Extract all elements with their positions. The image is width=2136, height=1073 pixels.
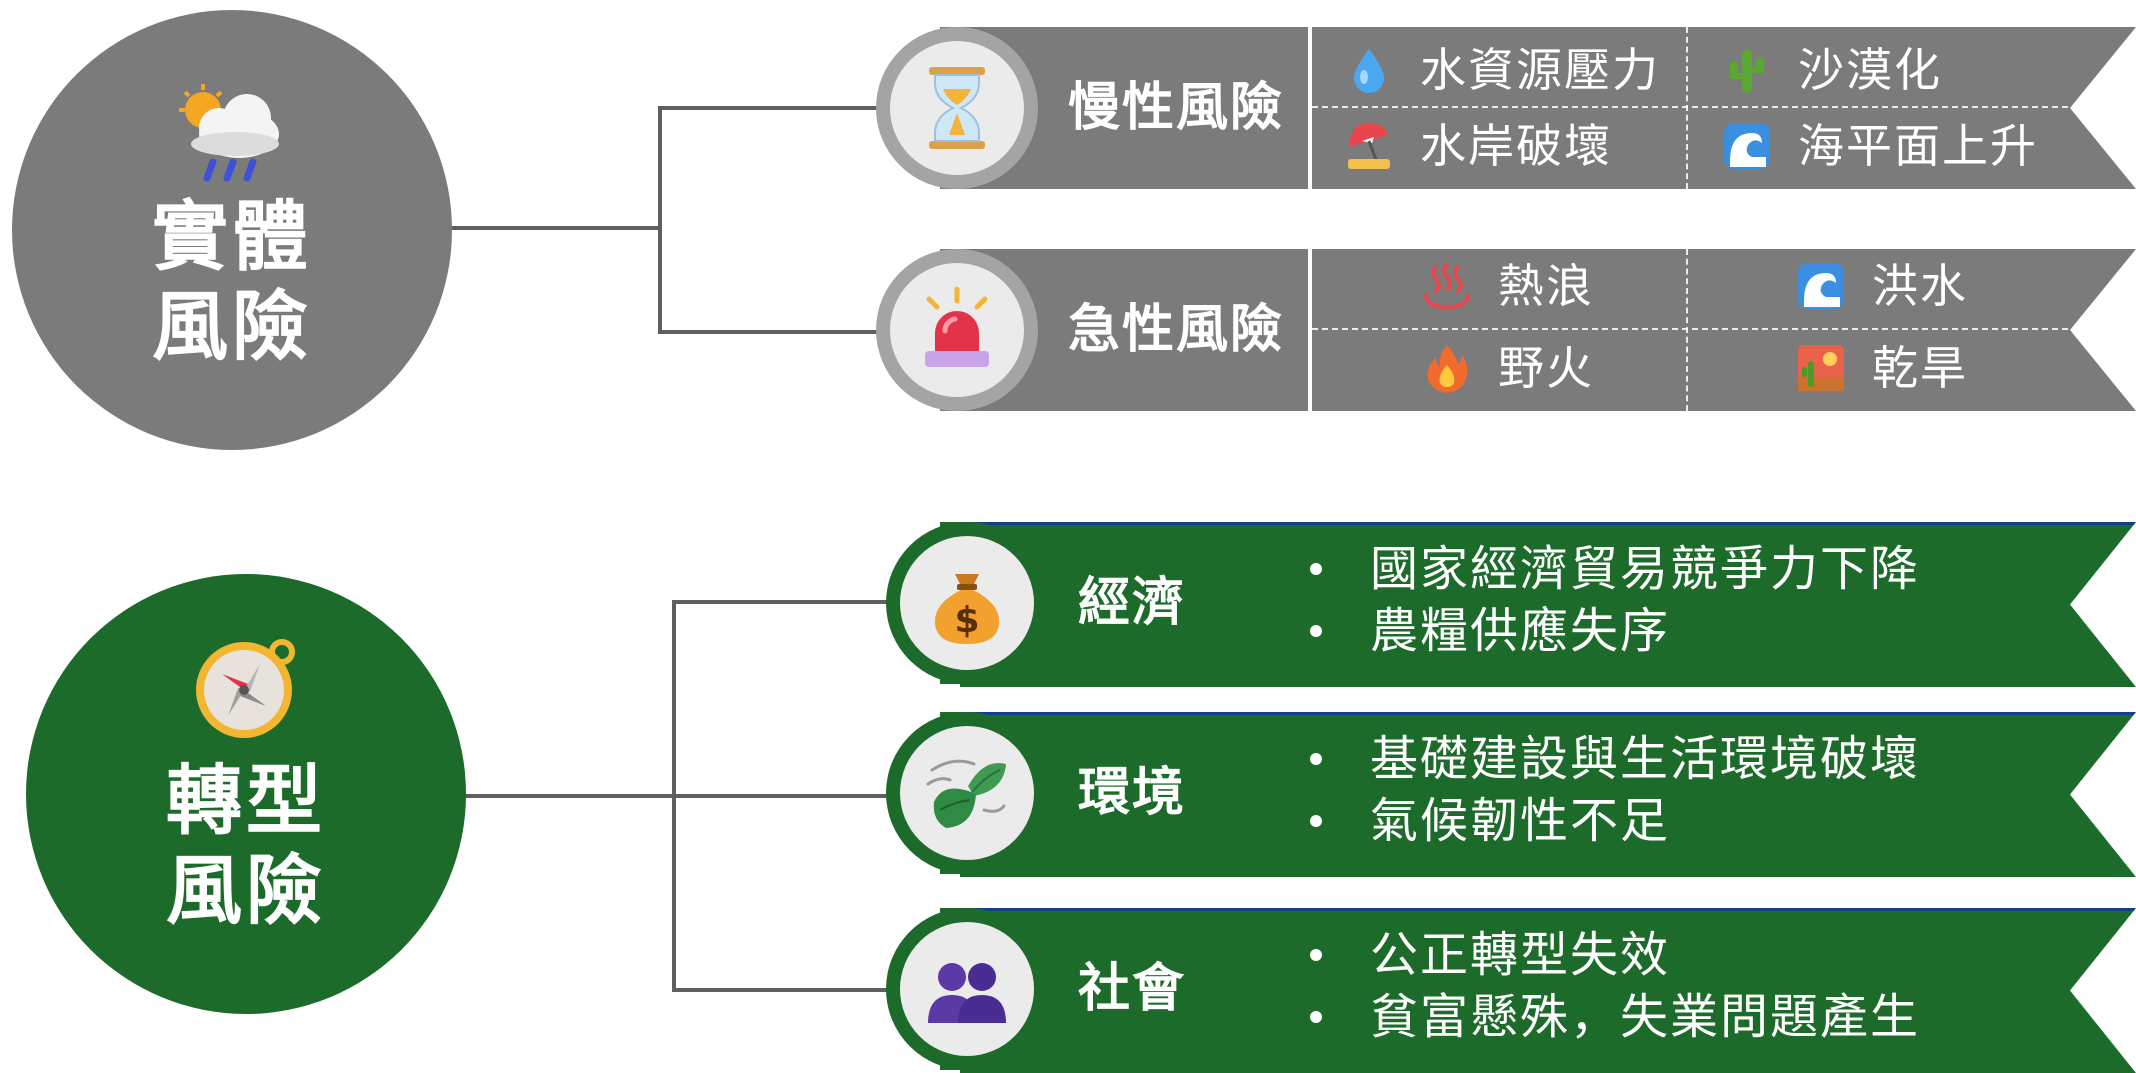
bullet-dot [1310,1011,1322,1023]
connector-acute [658,330,878,334]
acute-risk-band [960,249,2136,411]
bullet-item: 農糧供應失序 [1310,600,1920,662]
bullet-dot [1310,563,1322,575]
beach-umbrella-icon [1348,122,1390,169]
bullet-item: 基礎建設與生活環境破壞 [1310,728,1920,790]
hourglass-icon [929,67,985,149]
water-wave-icon [1724,123,1770,169]
bullet-text: 貧富懸殊，失業問題產生 [1370,989,1921,1045]
sun-behind-rain-cloud-icon [179,84,279,182]
chronic-separator [1308,27,1312,189]
environment-bullets: 基礎建設與生活環境破壞 氣候韌性不足 [1310,728,1920,852]
acute-item-flood: 洪水 [1796,256,1968,316]
chronic-risk-band [960,27,2136,189]
acute-item-wildfire: 野火 [1422,338,1594,398]
police-light-icon [925,287,989,367]
bullet-text: 基礎建設與生活環境破壞 [1370,731,1921,787]
bullet-item: 公正轉型失效 [1310,924,1920,986]
chronic-grid-vertical [1686,27,1688,189]
droplet-icon [1354,49,1384,93]
chronic-risk-label: 慢性風險 [1068,78,1285,138]
acute-item-drought: 乾旱 [1796,338,1968,398]
bullet-dot [1310,753,1322,765]
cactus-icon [1730,49,1764,93]
society-label: 社會 [1078,959,1187,1019]
chronic-item-label: 海平面上升 [1798,119,2038,173]
connector-economy [672,600,888,604]
transition-risk-title-line1: 轉型 [166,756,326,845]
connector-physical-vertical [658,106,662,334]
busts-in-silhouette-icon [928,963,1006,1023]
transition-risk-circle: 轉型 風險 [26,574,466,1014]
acute-item-label: 乾旱 [1872,341,1968,395]
bullet-item: 國家經濟貿易競爭力下降 [1310,538,1920,600]
bullet-dot [1310,625,1322,637]
connector-transition-stem [464,794,888,798]
acute-item-heatwave: 熱浪 [1422,256,1594,316]
economy-bullets: 國家經濟貿易競爭力下降 農糧供應失序 [1310,538,1920,662]
chronic-item-coastal-damage: 水岸破壞 [1344,116,1612,176]
acute-item-label: 熱浪 [1498,259,1594,313]
connector-society [672,988,888,992]
physical-risk-circle: 實體 風險 [12,10,452,450]
bullet-dot [1310,815,1322,827]
bullet-text: 公正轉型失效 [1370,927,1671,983]
society-bullets: 公正轉型失效 貧富懸殊，失業問題產生 [1310,924,1920,1048]
money-bag-icon: $ [934,574,1000,644]
connector-chronic [658,106,878,110]
society-band [960,908,2136,1073]
chronic-item-label: 水岸破壞 [1420,119,1612,173]
bullet-dot [1310,949,1322,961]
acute-risk-label: 急性風險 [1068,300,1285,360]
bullet-text: 農糧供應失序 [1370,603,1671,659]
acute-grid-horizontal [1312,328,2068,330]
physical-risk-title-line1: 實體 [152,192,312,281]
chronic-item-label: 沙漠化 [1798,43,1942,97]
bullet-text: 氣候韌性不足 [1370,793,1671,849]
bullet-item: 貧富懸殊，失業問題產生 [1310,986,1920,1048]
chronic-grid-horizontal [1312,106,2068,108]
connector-transition-vertical [672,600,676,992]
economy-band [960,522,2136,687]
environment-band [960,712,2136,877]
chronic-item-sea-level-rise: 海平面上升 [1722,116,2038,176]
acute-item-label: 洪水 [1872,259,1968,313]
desert-icon [1798,345,1844,391]
fire-icon [1427,345,1468,393]
chronic-item-desertification: 沙漠化 [1722,40,1942,100]
transition-risk-title-line2: 風險 [166,846,326,935]
compass-icon [196,639,295,738]
bullet-text: 國家經濟貿易競爭力下降 [1370,541,1921,597]
acute-grid-vertical [1686,249,1688,411]
acute-separator [1308,249,1312,411]
leaf-fluttering-icon [926,759,1006,828]
economy-label: 經濟 [1078,573,1187,633]
economy-icon-disc: $ [886,522,1048,684]
acute-icon-disc [876,249,1038,411]
acute-item-label: 野火 [1498,341,1594,395]
chronic-item-label: 水資源壓力 [1420,43,1660,97]
chronic-icon-disc [876,27,1038,189]
water-wave-icon [1798,263,1844,309]
bullet-item: 氣候韌性不足 [1310,790,1920,852]
chronic-item-water-stress: 水資源壓力 [1344,40,1660,100]
svg-text:$: $ [954,600,979,641]
physical-risk-title-line2: 風險 [152,282,312,371]
society-icon-disc [886,908,1048,1070]
environment-label: 環境 [1078,763,1187,823]
hot-springs-icon [1424,263,1470,310]
connector-physical-stem [450,226,660,230]
environment-icon-disc [886,712,1048,874]
